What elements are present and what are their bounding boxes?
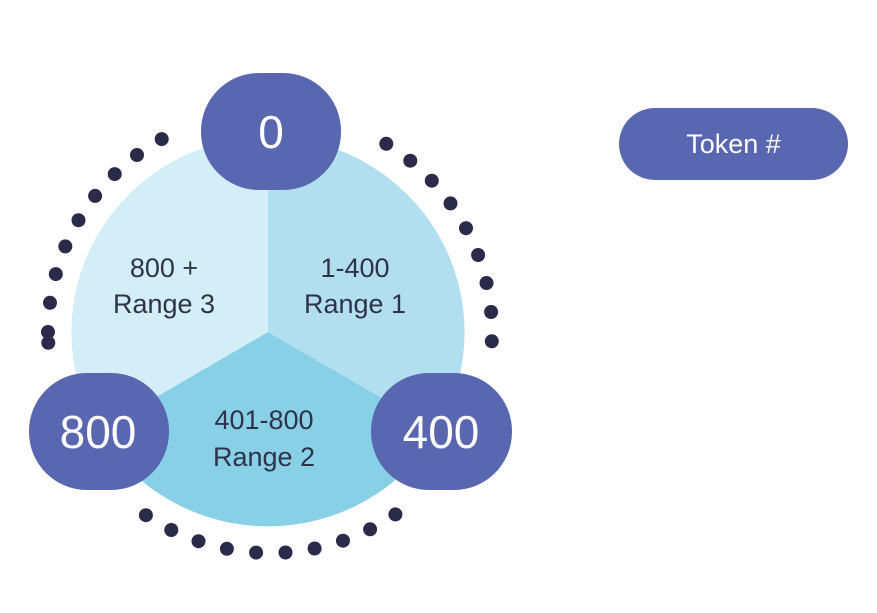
node-400: 400	[371, 373, 512, 490]
node-800: 800	[29, 373, 169, 490]
ring-dot	[41, 325, 55, 339]
segment-3-name: Range 3	[113, 289, 215, 319]
ring-dot	[41, 335, 56, 350]
segment-3-range-text: 800 +	[130, 253, 198, 283]
ring-dot	[138, 508, 153, 523]
ring-dot	[48, 267, 63, 282]
ring-dot	[484, 305, 499, 319]
ring-dot	[459, 221, 473, 236]
segment-2-name: Range 2	[213, 442, 315, 472]
ring-dot	[363, 522, 378, 537]
segment-range-2	[98, 332, 438, 527]
ring-dot	[336, 533, 350, 548]
ring-dot	[219, 541, 234, 556]
node-400-label: 400	[403, 406, 480, 458]
ring-dot	[278, 545, 293, 560]
ring-dot	[130, 148, 144, 162]
segment-range-3	[71, 137, 268, 431]
ring-dot	[379, 136, 394, 151]
segment-2-range-text: 401-800	[214, 405, 313, 435]
node-800-label: 800	[60, 406, 137, 458]
ring-dot	[58, 239, 73, 254]
ring-dot	[403, 153, 418, 168]
ring-dot	[88, 188, 103, 203]
ring-dot	[249, 545, 264, 560]
token-legend-label: Token #	[686, 128, 781, 159]
ring-dot	[484, 334, 499, 349]
node-0-label: 0	[258, 106, 284, 158]
dotted-ring	[41, 132, 499, 560]
token-legend-pill: Token #	[619, 108, 848, 180]
segment-range-1	[268, 137, 465, 431]
ring-dot	[307, 541, 322, 556]
ring-dot	[164, 523, 179, 537]
ring-dot	[191, 534, 206, 549]
ring-dot	[71, 213, 86, 228]
ring-dot	[479, 276, 494, 290]
segment-1-range-text: 1-400	[320, 253, 389, 283]
ring-dot	[43, 295, 57, 310]
ring-dot	[388, 507, 403, 522]
ring-dot	[424, 173, 439, 188]
ring-dot	[154, 132, 169, 147]
segment-1-name: Range 1	[304, 289, 406, 319]
ring-dot	[471, 248, 486, 262]
ring-dot	[107, 167, 122, 182]
ring-dot	[443, 196, 458, 211]
node-0: 0	[201, 73, 341, 190]
